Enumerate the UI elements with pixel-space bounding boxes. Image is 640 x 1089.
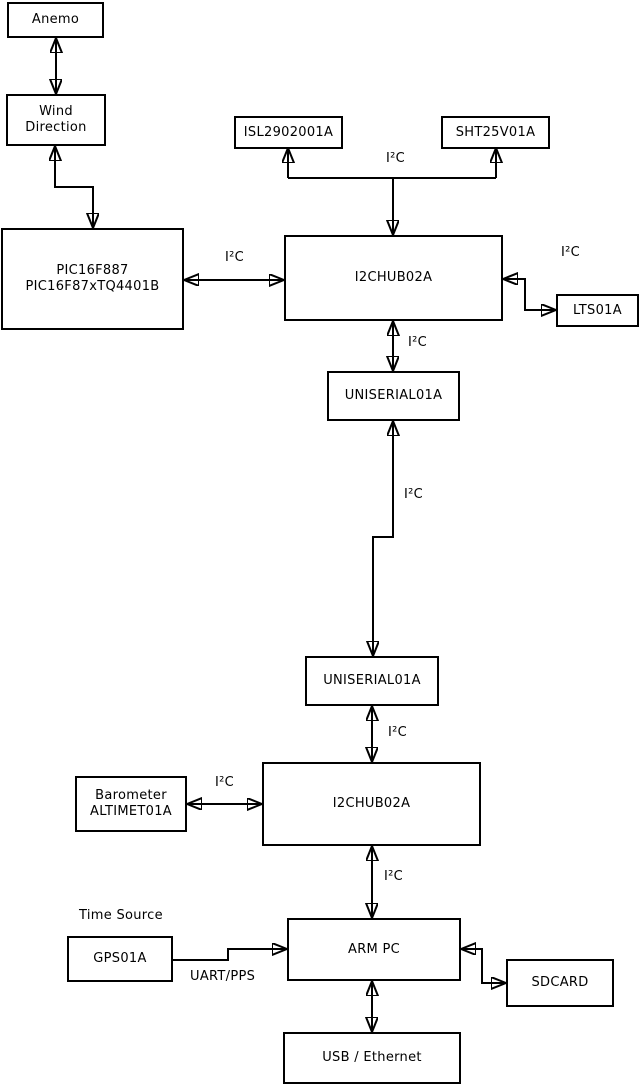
node-i2chub02a-upper: I2CHUB02A: [284, 235, 503, 321]
node-barometer-label-line1: Barometer: [95, 788, 167, 803]
node-uniserial01a-lower: UNISERIAL01A: [305, 656, 439, 706]
node-sht25v01a: SHT25V01A: [441, 116, 550, 149]
edge-label-uart-pps: UART/PPS: [190, 969, 256, 984]
node-isl2902001a-label: ISL2902001A: [243, 124, 334, 140]
edge-i2chub-upper-lts: [503, 279, 556, 310]
node-wind-direction-label-line2: Direction: [25, 120, 87, 135]
edge-label-i2c-sensors: I²C: [386, 151, 406, 166]
edge-label-i2c-hub-lts: I²C: [561, 245, 581, 260]
node-pic16f887-label-line1: PIC16F887: [56, 263, 129, 278]
node-arm-pc-label: ARM PC: [348, 941, 400, 957]
node-sdcard: SDCARD: [506, 959, 614, 1007]
node-gps01a-label: GPS01A: [93, 951, 147, 966]
node-lts01a-label: LTS01A: [573, 302, 622, 318]
node-uniserial01a-upper: UNISERIAL01A: [327, 371, 460, 421]
edge-wind-direction-pic: [55, 146, 93, 228]
node-barometer-altimet01a: Barometer ALTIMET01A: [75, 776, 187, 832]
label-time-source: Time Source: [79, 908, 163, 923]
node-i2chub02a-lower: I2CHUB02A: [262, 762, 481, 846]
node-usb-ethernet: USB / Ethernet: [283, 1032, 461, 1084]
node-sht25v01a-label: SHT25V01A: [455, 124, 536, 140]
edge-label-i2c-hub2-armpc: I²C: [384, 869, 404, 884]
node-wind-direction: Wind Direction: [6, 94, 106, 146]
node-pic16f887: PIC16F887 PIC16F87xTQ4401B: [1, 228, 184, 330]
node-usb-ethernet-label: USB / Ethernet: [322, 1050, 422, 1065]
node-pic16f887-label-line2: PIC16F87xTQ4401B: [25, 279, 160, 294]
node-anemo-label: Anemo: [31, 12, 80, 27]
node-uniserial01a-upper-label: UNISERIAL01A: [344, 388, 443, 403]
node-arm-pc: ARM PC: [287, 918, 461, 981]
edge-label-i2c-uniserial-hub2: I²C: [388, 725, 408, 740]
node-uniserial01a-lower-label: UNISERIAL01A: [323, 673, 421, 688]
node-wind-direction-label-line1: Wind: [39, 104, 73, 119]
edge-uniserial-upper-uniserial-lower: [373, 421, 393, 656]
node-lts01a: LTS01A: [556, 294, 639, 327]
edge-label-i2c-hub-uniserial: I²C: [408, 335, 428, 350]
edge-armpc-sdcard: [461, 949, 506, 983]
edge-label-i2c-barometer-hub2: I²C: [215, 775, 235, 790]
node-barometer-label-line2: ALTIMET01A: [90, 804, 172, 819]
node-i2chub02a-lower-label: I2CHUB02A: [332, 796, 411, 811]
edge-label-i2c-uniserial-link: I²C: [404, 487, 424, 502]
node-anemo: Anemo: [7, 2, 104, 38]
node-isl2902001a: ISL2902001A: [234, 116, 343, 149]
edge-gps-armpc: [173, 949, 287, 961]
node-gps01a: GPS01A: [67, 936, 173, 982]
node-i2chub02a-upper-label: I2CHUB02A: [354, 270, 433, 285]
edge-label-i2c-pic-hub: I²C: [225, 250, 245, 265]
node-sdcard-label: SDCARD: [531, 975, 589, 990]
